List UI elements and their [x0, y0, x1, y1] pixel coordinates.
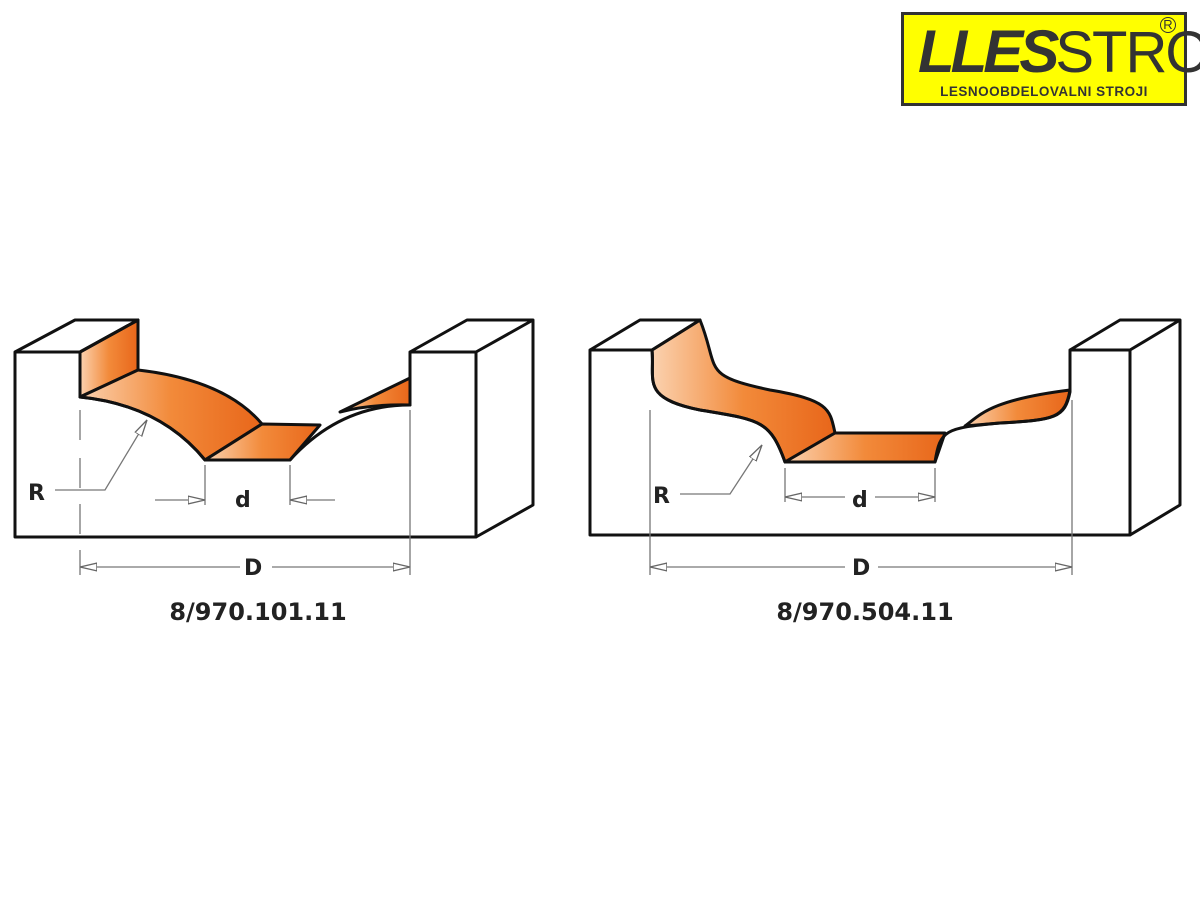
left-block-top — [14, 318, 140, 354]
small-diameter-label: d — [852, 488, 868, 513]
large-diameter-label: D — [852, 556, 870, 581]
radius-label: R — [653, 484, 670, 509]
workpiece-outline — [13, 350, 478, 539]
logo-wordmark: LLESSTROJ — [918, 19, 1200, 86]
left-block-top — [589, 318, 702, 352]
profile-diagram-1 — [13, 318, 535, 539]
profile-diagram-2 — [588, 318, 1182, 537]
dimension-lines-1 — [55, 410, 411, 575]
orange-right-wedge — [338, 376, 412, 414]
logo-brand-bold: LLES — [918, 18, 1059, 85]
lesstroj-logo: LLESSTROJ R LESNOOBDELOVALNI STROJI — [901, 12, 1200, 106]
orange-s-surface — [650, 318, 837, 464]
dimension-lines-2 — [649, 400, 1073, 575]
small-diameter-label: d — [235, 488, 251, 513]
registered-mark: R — [1160, 17, 1176, 33]
large-diameter-label: D — [244, 556, 262, 581]
logo-brand-thin: STROJ — [1055, 20, 1200, 85]
product-code: 8/970.101.11 — [169, 598, 346, 626]
right-block-top — [409, 318, 535, 354]
workpiece-outline — [588, 348, 1132, 537]
product-code: 8/970.504.11 — [776, 598, 953, 626]
right-block-side — [475, 320, 535, 539]
radius-label: R — [28, 481, 45, 506]
right-block-top — [1069, 318, 1182, 352]
right-block-side — [1129, 320, 1182, 537]
logo-tagline: LESNOOBDELOVALNI STROJI — [940, 84, 1148, 99]
